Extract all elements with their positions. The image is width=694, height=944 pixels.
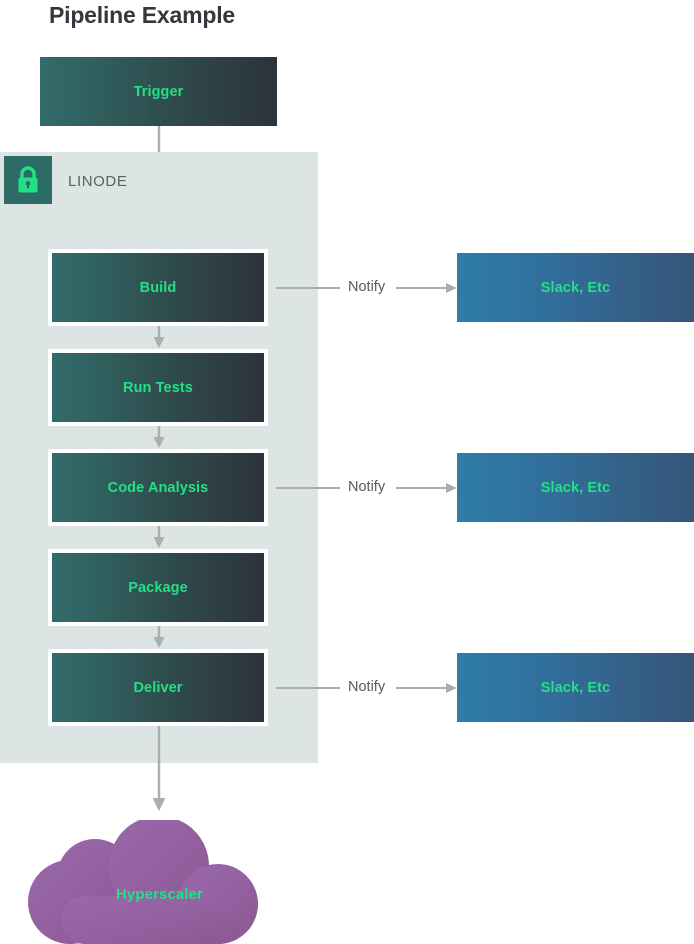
stage-label-run-tests: Run Tests — [123, 379, 193, 396]
notify-edge-code-analysis — [276, 483, 457, 493]
trigger-box[interactable]: Trigger — [40, 57, 277, 126]
hyperscaler-cloud-shape[interactable] — [22, 820, 297, 944]
page-title: Pipeline Example — [49, 2, 235, 28]
connector-package-to-deliver — [153, 626, 165, 648]
linode-lock-badge — [4, 156, 52, 204]
notify-target-deliver[interactable]: Slack, Etc — [457, 653, 694, 722]
notify-label-deliver: Notify — [348, 679, 386, 695]
notify-target-label-code-analysis: Slack, Etc — [540, 479, 611, 496]
connector-build-to-run-tests — [153, 326, 165, 348]
notify-target-label-deliver: Slack, Etc — [540, 679, 611, 696]
connector-run-tests-to-code-analysis — [153, 426, 165, 448]
linode-container-label: LINODE — [68, 173, 128, 190]
connector-deliver-to-hyperscaler — [152, 726, 166, 811]
notify-label-code-analysis: Notify — [348, 479, 386, 495]
trigger-label: Trigger — [133, 83, 184, 100]
stage-label-build: Build — [139, 279, 177, 296]
stage-box-package[interactable]: Package — [48, 549, 268, 626]
notify-target-code-analysis[interactable]: Slack, Etc — [457, 453, 694, 522]
notify-edge-deliver — [276, 683, 457, 693]
stage-label-package: Package — [128, 579, 188, 596]
stage-box-build[interactable]: Build — [48, 249, 268, 326]
stage-box-run-tests[interactable]: Run Tests — [48, 349, 268, 426]
stage-box-code-analysis[interactable]: Code Analysis — [48, 449, 268, 526]
notify-label-build: Notify — [348, 279, 386, 295]
stage-box-deliver[interactable]: Deliver — [48, 649, 268, 726]
lock-icon — [18, 166, 38, 193]
notify-target-build[interactable]: Slack, Etc — [457, 253, 694, 322]
connector-code-analysis-to-package — [153, 526, 165, 548]
notify-target-label-build: Slack, Etc — [540, 279, 611, 296]
notify-edge-build — [276, 283, 457, 293]
stage-label-code-analysis: Code Analysis — [107, 479, 209, 496]
stage-label-deliver: Deliver — [133, 679, 183, 696]
